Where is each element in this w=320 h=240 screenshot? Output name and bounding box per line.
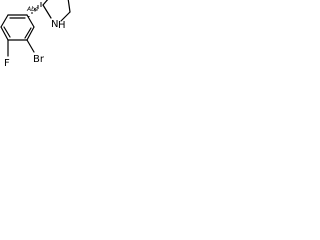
ring-bond-top-right [26, 14, 35, 28]
bromine-atom-label: Br [33, 54, 45, 65]
fluorine-atom-label: F [4, 58, 10, 69]
hydrogen-atom-label: H [58, 20, 66, 31]
ring-double-bond-right [24, 27, 32, 39]
benzene-ring [0, 14, 35, 41]
pyrrolidine-bond-n-c2 [42, 4, 52, 19]
bromine-bond [26, 39, 35, 53]
nitrogen-atom-label: N [51, 19, 58, 30]
stereo-hashed-bond [28, 2, 42, 17]
ring-bond-right [26, 26, 35, 41]
pyrrolidine-bond-c5-n [60, 11, 71, 22]
ring-double-bond-left [3, 26, 11, 38]
pyrrolidine-bond-c4-c5 [67, 0, 71, 13]
pyrrolidine-bond-c2-c3 [42, 0, 49, 6]
ring-bond-bottom-left [0, 26, 9, 41]
ring-bond-left [0, 14, 9, 28]
chemical-structure: Abs N H Br F [0, 0, 71, 69]
pyrrolidine-ring [42, 0, 71, 22]
stereo-label: Abs [26, 6, 38, 13]
